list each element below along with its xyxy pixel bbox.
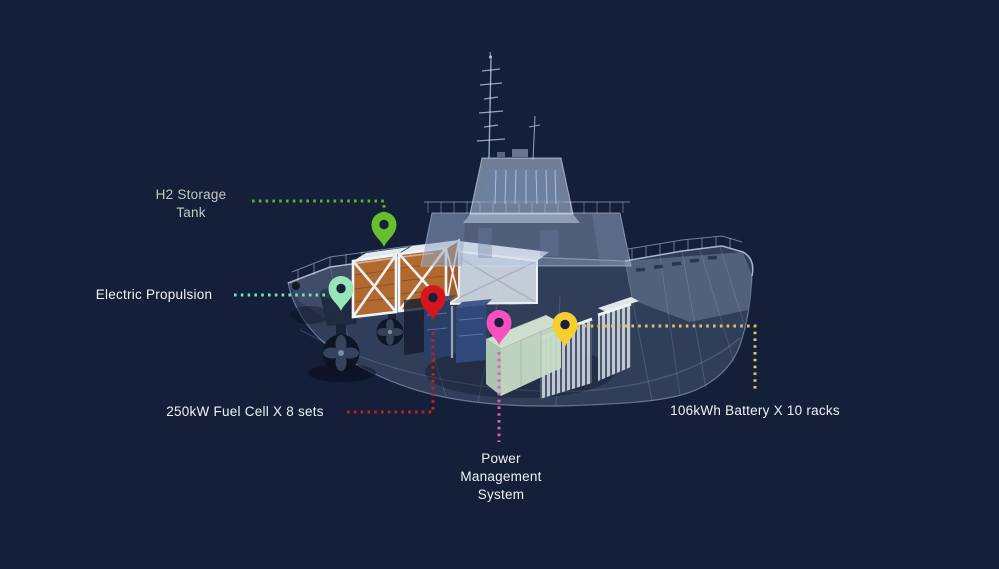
h2-tank-containers <box>351 238 549 319</box>
wheelhouse <box>463 149 580 223</box>
superstructure <box>420 201 632 267</box>
mast <box>476 51 541 161</box>
bow-details <box>287 245 754 284</box>
deck-railings <box>291 235 743 281</box>
